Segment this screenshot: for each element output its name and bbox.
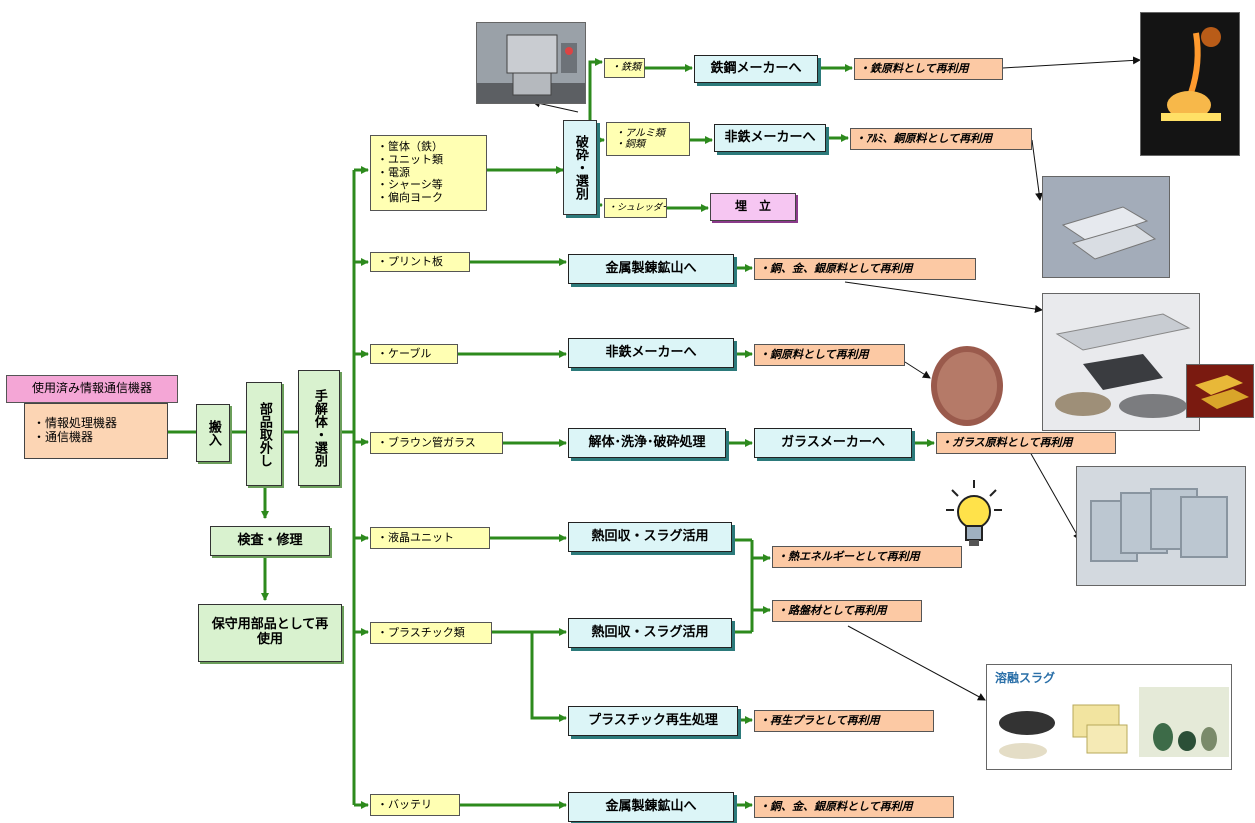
step-parts-removal-label: 部品取外し: [257, 402, 271, 467]
category-crt-glass: ・ブラウン管ガラス: [370, 432, 503, 454]
step-reuse: 保守用部品として再使用: [198, 604, 342, 662]
connector-shred-up: [590, 62, 602, 120]
pointer-roadbed-photo: [848, 626, 985, 700]
metal-ingots-photo: [1042, 293, 1200, 431]
shred-slag: ・シュレッダー屑: [604, 198, 667, 218]
shred-aluminum: ・アルミ類 ・銅類: [606, 122, 690, 156]
gold-bars-photo: [1186, 364, 1254, 418]
outcome-glass-material: ・ガラス原料として再利用: [936, 432, 1116, 454]
processor-nonferrous-maker-2: 非鉄メーカーへ: [568, 338, 734, 368]
outcome-copper-material: ・銅原料として再利用: [754, 344, 905, 366]
molten-metal-photo: [1140, 12, 1240, 156]
processor-nonferrous-maker-1: 非鉄メーカーへ: [714, 124, 826, 152]
shred-iron: ・鉄類: [604, 58, 645, 78]
molten-slag-panel-title: 溶融スラグ: [995, 669, 1055, 686]
source-title: 使用済み情報通信機器: [6, 375, 178, 403]
category-housing-2: ・ユニット類: [377, 154, 443, 167]
category-housing: ・筐体（鉄） ・ユニット類 ・電源 ・シャーシ等 ・偏向ヨーク: [370, 135, 487, 211]
processor-crt-process: 解体･洗浄･破砕処理: [568, 428, 726, 458]
processor-heat-recovery-1: 熱回収・スラグ活用: [568, 522, 732, 552]
glass-panels-photo: [1076, 466, 1246, 586]
processor-glass-maker: ガラスメーカーへ: [754, 428, 912, 458]
category-plastics: ・プラスチック類: [370, 622, 492, 644]
step-carry-in-label: 搬入: [206, 420, 220, 446]
category-lcd: ・液晶ユニット: [370, 527, 490, 549]
outcome-recycled-plastic: ・再生プラとして再利用: [754, 710, 934, 732]
shred-aluminum-1: ・アルミ類: [615, 128, 665, 140]
category-printed-board: ・プリント板: [370, 252, 470, 272]
category-battery: ・バッテリ: [370, 794, 460, 816]
step-inspection: 検査・修理: [210, 526, 330, 556]
category-cable: ・ケーブル: [370, 344, 458, 364]
aluminum-ingot-photo: [1042, 176, 1170, 278]
pointer-glass-photo: [1030, 452, 1080, 540]
shred-aluminum-2: ・銅類: [615, 139, 645, 151]
connector-plastic-down: [532, 632, 566, 718]
category-housing-5: ・偏向ヨーク: [377, 192, 443, 205]
shredder-machine-photo: [476, 22, 586, 104]
pointer-cuagau-photo: [845, 282, 1042, 310]
processor-smelter-1: 金属製錬鉱山へ: [568, 254, 734, 284]
outcome-heat-energy: ・熱エネルギーとして再利用: [772, 546, 962, 568]
outcome-cu-au-ag-1: ・銅、金、銀原料として再利用: [754, 258, 976, 280]
processor-smelter-2: 金属製錬鉱山へ: [568, 792, 734, 822]
shred-sort-label: 破砕・選別: [573, 135, 587, 200]
source-item-info-processing: ・情報処理機器: [33, 417, 117, 431]
source-item-communication: ・通信機器: [33, 431, 93, 445]
source-items: ・情報処理機器 ・通信機器: [24, 403, 168, 459]
processor-plastic-recycling: プラスチック再生処理: [568, 706, 738, 736]
outcome-iron-material: ・鉄原料として再利用: [854, 58, 1003, 80]
processor-heat-recovery-2: 熱回収・スラグ活用: [568, 618, 732, 648]
pointer-iron-photo: [1003, 60, 1140, 68]
outcome-alu-copper-material: ・ｱﾙﾐ、銅原料として再利用: [850, 128, 1032, 150]
processor-steel-maker: 鉄鋼メーカーへ: [694, 55, 818, 83]
outcome-cu-au-ag-2: ・銅、金、銀原料として再利用: [754, 796, 954, 818]
outcome-roadbed: ・路盤材として再利用: [772, 600, 922, 622]
molten-slag-panel: 溶融スラグ: [986, 664, 1232, 770]
pointer-alu-photo: [1032, 140, 1040, 200]
step-carry-in: 搬入: [196, 404, 230, 462]
pointer-copper-photo: [905, 362, 930, 378]
step-manual-dismantle: 手解体・選別: [298, 370, 340, 486]
shred-sort: 破砕・選別: [563, 120, 597, 215]
landfill: 埋 立: [710, 193, 796, 221]
step-reuse-label: 保守用部品として再使用: [210, 618, 330, 648]
step-parts-removal: 部品取外し: [246, 382, 282, 486]
step-manual-dismantle-label: 手解体・選別: [312, 389, 326, 467]
copper-wire-photo: [928, 330, 1006, 430]
light-bulb-icon: [944, 478, 1004, 552]
